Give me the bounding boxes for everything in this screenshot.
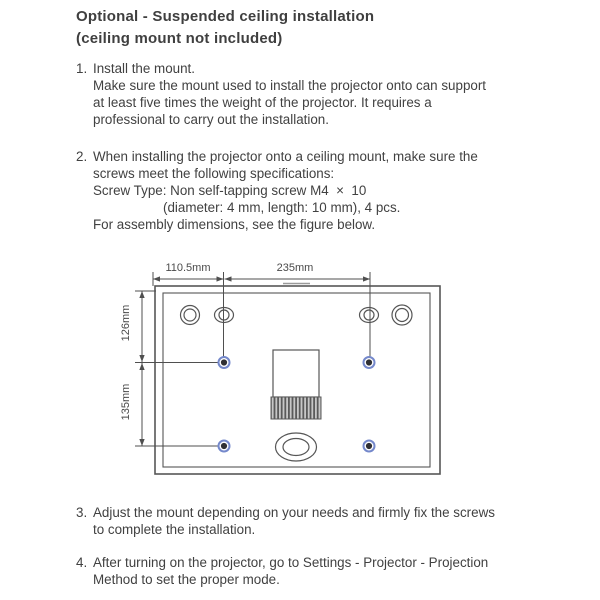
step-number: 2. xyxy=(76,149,88,164)
step-4: 4. After turning on the projector, go to… xyxy=(76,554,488,588)
dimension-label-126mm: 126mm xyxy=(120,305,132,342)
foot-circle-left-outer xyxy=(179,304,201,326)
foot-circle-right-outer xyxy=(391,304,413,326)
step-line: screws meet the following specifications… xyxy=(93,166,335,181)
step-text: When installing the projector onto a cei… xyxy=(93,148,478,233)
mounting-screw-holes xyxy=(217,356,376,453)
projector-inner-edge xyxy=(162,292,431,468)
page-title-line2: (ceiling mount not included) xyxy=(76,30,283,47)
screw-hole-marker xyxy=(217,439,231,453)
focus-knob-outer xyxy=(274,432,318,462)
focus-knob-inner xyxy=(282,437,310,457)
screw-hole-marker xyxy=(362,356,376,369)
assembly-dimensions-figure: 110.5mm 235mm 126mm 135mm xyxy=(120,262,441,475)
step-3: 3. Adjust the mount depending on your ne… xyxy=(76,504,495,538)
step-line: Make sure the mount used to install the … xyxy=(93,78,487,93)
foot-circle-right-inner xyxy=(394,307,410,323)
screw-hole-center xyxy=(365,359,373,366)
step-line: (diameter: 4 mm, length: 10 mm), 4 pcs. xyxy=(163,200,401,215)
step-1: 1. Install the mount. Make sure the moun… xyxy=(76,60,486,128)
lens-opening xyxy=(272,349,320,398)
step-line: at least five times the weight of the pr… xyxy=(93,95,432,110)
dimension-label-235mm: 235mm xyxy=(277,262,314,274)
screw-hole-marker xyxy=(217,356,231,369)
vent-grille xyxy=(270,396,322,420)
projector-body-outline xyxy=(154,285,441,475)
dimension-lines xyxy=(135,272,371,447)
foot-circle-left-inner xyxy=(183,308,197,322)
page-title-line1: Optional - Suspended ceiling installatio… xyxy=(76,8,375,25)
dimension-label-135mm: 135mm xyxy=(120,384,132,421)
screw-hole-center xyxy=(365,442,373,450)
step-line: When installing the projector onto a cei… xyxy=(93,149,478,164)
dimension-label-110-5mm: 110.5mm xyxy=(165,262,210,274)
step-line: Install the mount. xyxy=(93,61,195,76)
step-line: After turning on the projector, go to Se… xyxy=(93,555,489,570)
step-text: Adjust the mount depending on your needs… xyxy=(93,504,495,538)
step-number: 4. xyxy=(76,555,88,570)
screw-hole-marker xyxy=(362,439,376,453)
step-number: 1. xyxy=(76,61,88,76)
projector-outer-edge xyxy=(154,285,441,475)
step-line: For assembly dimensions, see the figure … xyxy=(93,217,376,232)
assembly-dimensions-diagram: 110.5mm 235mm 126mm 135mm xyxy=(85,250,455,495)
step-line: to complete the installation. xyxy=(93,522,256,537)
step-text: After turning on the projector, go to Se… xyxy=(93,554,488,588)
slot-right xyxy=(358,306,380,324)
projector-features xyxy=(179,304,413,462)
screw-hole-center xyxy=(220,442,228,450)
step-number: 3. xyxy=(76,505,88,520)
step-text: Install the mount. Make sure the mount u… xyxy=(93,60,486,128)
step-line: Method to set the proper mode. xyxy=(93,572,280,587)
step-2: 2. When installing the projector onto a … xyxy=(76,148,478,233)
step-line: professional to carry out the installati… xyxy=(93,112,329,127)
screw-hole-center xyxy=(220,359,228,366)
step-line: Adjust the mount depending on your needs… xyxy=(93,505,495,520)
page-title: Optional - Suspended ceiling installatio… xyxy=(76,6,374,50)
step-line: Screw Type: Non self-tapping screw M4 × … xyxy=(93,183,367,198)
slot-right-hole xyxy=(363,309,375,321)
